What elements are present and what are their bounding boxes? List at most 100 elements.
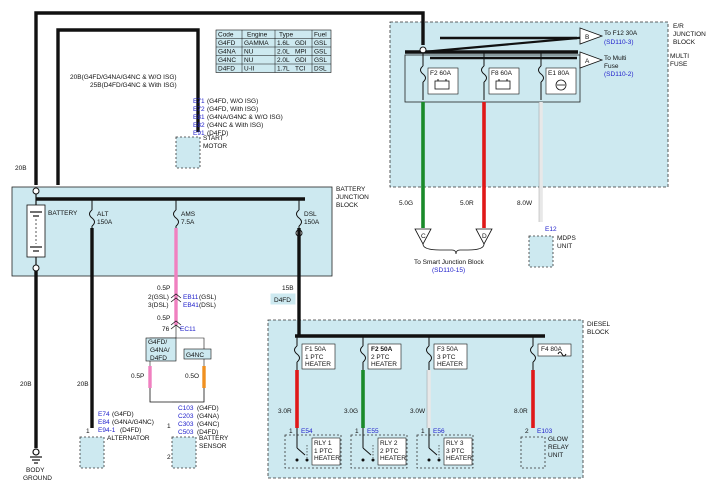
- sensor-connector-desc: (G4FD): [197, 405, 219, 412]
- diesel-fuse-wire-label: 8.0R: [514, 408, 528, 415]
- engine-table-cell: 1.7L: [277, 66, 290, 73]
- relay-sub: 3 PTC: [446, 448, 465, 455]
- diesel-fuse-symbol: [426, 345, 432, 363]
- diesel-fuse-wire-label: 3.0G: [344, 408, 358, 415]
- sensor-pin-2: 2: [167, 454, 171, 461]
- ams-wire-mid-label: 0.5P: [157, 315, 170, 322]
- battery-block-title-1: BATTERY: [336, 186, 366, 193]
- battery-fuse-name: DSL: [304, 211, 317, 218]
- ams-wire-top-label: 0.5P: [157, 285, 170, 292]
- ground-icon: [30, 448, 42, 464]
- glow-coil-icon: [557, 351, 567, 357]
- engine-table-cell: GDI: [295, 40, 307, 47]
- alternator-connector-code: E94-1: [98, 427, 116, 434]
- ams-wire-left-label: 0.5P: [131, 373, 144, 380]
- d4fd-badge-text: D4FD: [274, 297, 291, 304]
- relay-name: RLY 2: [380, 440, 398, 447]
- start-motor-box: [175, 136, 201, 169]
- start-motor-connector-code: E81: [193, 114, 205, 121]
- engine-table-cell: 1.6L: [277, 40, 290, 47]
- engine-table-header: Fuel: [314, 32, 327, 39]
- engine-table-cell: GDI: [295, 57, 307, 64]
- ams-conn1-a: 2(GSL): [148, 294, 169, 301]
- alternator-box: [79, 436, 105, 469]
- multi-fuse-label-1: MULTI: [670, 53, 689, 60]
- diesel-connector-code: E54: [301, 428, 313, 435]
- diesel-fuse-name: F4 80A: [541, 346, 563, 353]
- sensor-connector-desc: (G4NC): [197, 421, 219, 428]
- diesel-fuse-label-box: [367, 343, 402, 370]
- connector-b-label: To F12 30A: [604, 30, 638, 37]
- start-motor-connector-code: E82: [193, 122, 205, 129]
- battery-cell-icon: [30, 211, 42, 252]
- engine-table-cell: NU: [244, 57, 254, 64]
- diesel-fuse-sub: HEATER: [305, 361, 331, 368]
- engine-table-cell: G4FD: [218, 40, 236, 47]
- mdps-label-2: UNIT: [557, 243, 572, 250]
- relay-contact: [361, 458, 365, 462]
- ams-branch-left-1: G4FD/: [148, 339, 167, 346]
- d4fd-badge: [270, 293, 296, 305]
- battery-icon: [495, 80, 511, 90]
- ams-conn1-a-note: (GSL): [199, 294, 216, 301]
- connector-b-ref: (SD110-3): [604, 39, 634, 46]
- battery-block-title-3: BLOCK: [336, 202, 359, 209]
- diesel-fuse-wire-label: 3.0W: [410, 408, 426, 415]
- diesel-fuse-sub: 3 PTC: [437, 354, 456, 361]
- engine-table-cell: 2.0L: [277, 49, 290, 56]
- diesel-pin: 1: [289, 428, 293, 435]
- sensor-connector-code: C103: [178, 405, 194, 412]
- glow-relay-label: RELAY: [548, 444, 569, 451]
- connector-a-letter: A: [585, 58, 590, 65]
- start-motor-connector-code: E71: [193, 98, 205, 105]
- diesel-fuse-sub: 2 PTC: [371, 354, 390, 361]
- er-fuse-wire-label: 8.0W: [517, 200, 533, 207]
- relay-sub: 2 PTC: [380, 448, 399, 455]
- battery-sensor-label-2: SENSOR: [199, 443, 227, 450]
- steering-icon: [555, 79, 567, 91]
- sensor-connector-desc: (G4NA): [197, 413, 219, 420]
- start-motor-wire-note-1: 20B(G4FD/G4NA/G4NC & W/O ISG): [70, 74, 177, 81]
- battery-block-title-2: JUNCTION: [336, 194, 369, 201]
- relay-label-box: [311, 437, 341, 466]
- battery-left-wire-label: 20B: [15, 165, 27, 172]
- engine-table-cell: MPI: [295, 49, 307, 56]
- alternator-connectors: E74(G4FD)E84(G4NA/G4NC)E94-1(D4FD): [98, 411, 154, 434]
- engine-table-cell: GAMMA: [244, 40, 269, 47]
- sensor-connector-desc: (D4FD): [197, 429, 218, 436]
- diesel-fuse-name: F3 50A: [437, 346, 459, 353]
- diesel-fuse-name: F2 50A: [371, 346, 393, 353]
- connector-a-ref: (SD110-2): [604, 71, 634, 78]
- ams-branch-left-3: D4FD: [150, 355, 167, 362]
- alternator-connector-desc: (G4NA/G4NC): [112, 419, 154, 426]
- engine-table-cell: G4NA: [218, 49, 236, 56]
- er-fuse-symbol: [481, 65, 487, 83]
- ams-wire-right-label: 0.5O: [185, 373, 199, 380]
- relay-name: RLY 1: [314, 440, 332, 447]
- ams-conn1-b-code: EB41: [183, 302, 199, 309]
- er-fuse-symbol: [420, 65, 426, 83]
- battery-junction-block: [11, 186, 333, 277]
- ground-label-1: BODY: [26, 467, 45, 474]
- er-fuse-name: E1 80A: [548, 70, 570, 77]
- diesel-fuse-label-box: [537, 343, 572, 357]
- start-motor-connector-desc: (G4FD, W/O ISG): [207, 98, 258, 105]
- relay-switch: [296, 447, 306, 456]
- alternator-wire-label: 20B: [77, 381, 89, 388]
- engine-table-cell: D4FD: [218, 66, 235, 73]
- engine-table-cell: 2.0L: [277, 57, 290, 64]
- alternator-connector-desc: (G4FD): [112, 411, 134, 418]
- sensor-connector-code: C503: [178, 429, 194, 436]
- connector-a-label-1: To Multi: [604, 55, 626, 62]
- connector-d-arrow: [475, 228, 493, 245]
- engine-table-cell: DSL: [314, 66, 327, 73]
- diesel-fuse-name: F1 50A: [305, 346, 327, 353]
- battery-top-node: [32, 187, 40, 195]
- diesel-fuse-sub: HEATER: [371, 361, 397, 368]
- engine-table-cell: G4NC: [218, 57, 236, 64]
- alternator-label: ALTERNATOR: [107, 435, 150, 442]
- ground-label-2: GROUND: [23, 475, 52, 482]
